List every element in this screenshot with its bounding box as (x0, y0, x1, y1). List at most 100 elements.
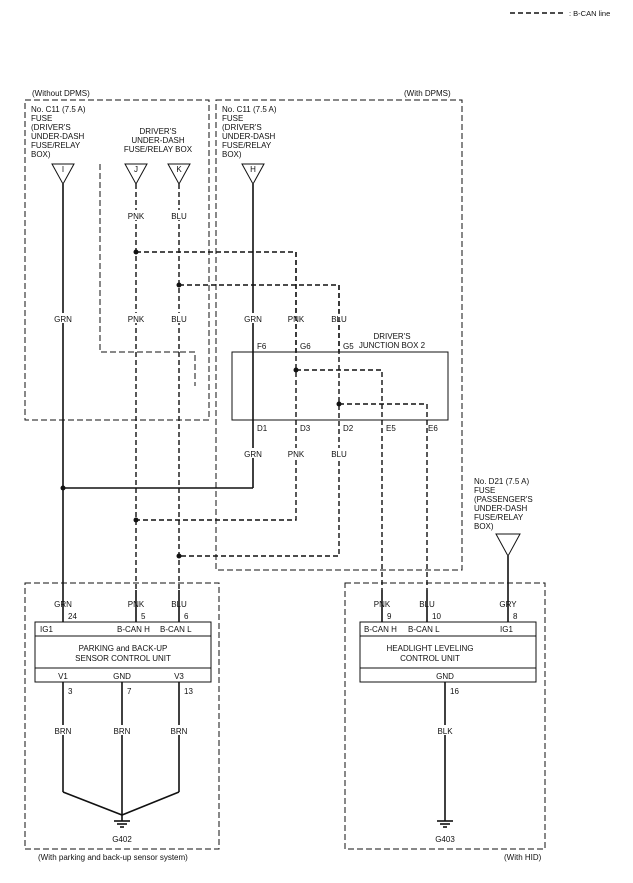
pin-d2: D2 (343, 424, 354, 433)
svg-text:FUSE/RELAY: FUSE/RELAY (474, 513, 524, 522)
brn-wire-merge (62, 791, 180, 816)
connector-k: K (167, 163, 191, 186)
svg-text:K: K (176, 165, 182, 174)
fuse-c11-label: No. C11 (7.5 A) FUSE (DRIVER'S UNDER-DAS… (31, 105, 86, 159)
svg-text:FUSE: FUSE (474, 486, 495, 495)
svg-text:UNDER-DASH: UNDER-DASH (222, 132, 276, 141)
parking-pin-3: 3 (68, 687, 73, 696)
hid-pin-9: 9 (387, 612, 392, 621)
connector-j: J (124, 163, 148, 186)
parking-label-gnd: GND (113, 672, 131, 681)
svg-text:DRIVER'S: DRIVER'S (139, 127, 176, 136)
fuse-d21-label: No. D21 (7.5 A) FUSE (PASSENGER'S UNDER-… (474, 477, 533, 531)
svg-text:(DRIVER'S: (DRIVER'S (31, 123, 71, 132)
pin-d1: D1 (257, 424, 268, 433)
splice-blu-2 (176, 553, 182, 559)
ground-g403-label: G403 (435, 835, 455, 844)
svg-text:UNDER-DASH: UNDER-DASH (31, 132, 85, 141)
svg-text:No. C11 (7.5 A): No. C11 (7.5 A) (222, 105, 277, 114)
svg-text:UNDER-DASH: UNDER-DASH (131, 136, 185, 145)
wire-label-pnk-j: PNK (128, 212, 145, 221)
legend-label: : B-CAN line (569, 9, 610, 18)
svg-text:SENSOR CONTROL UNIT: SENSOR CONTROL UNIT (75, 654, 171, 663)
svg-text:H: H (250, 165, 256, 174)
relay-box-label: DRIVER'S UNDER-DASH FUSE/RELAY BOX (124, 127, 193, 154)
junction-box (231, 351, 449, 421)
wire-label-brn-3: BRN (171, 727, 188, 736)
hid-unit-name: HEADLIGHT LEVELING CONTROL UNIT (387, 644, 474, 663)
svg-text:JUNCTION BOX 2: JUNCTION BOX 2 (359, 341, 426, 350)
hid-wire-pnk: PNK (374, 600, 391, 609)
svg-text:DRIVER'S: DRIVER'S (373, 332, 410, 341)
splice-jb-1 (293, 367, 299, 373)
splice-blu-1 (176, 282, 182, 288)
parking-system-label: (With parking and back-up sensor system) (38, 853, 188, 862)
without-dpms-label: (Without DPMS) (32, 89, 90, 98)
parking-label-v1: V1 (58, 672, 68, 681)
svg-text:(DRIVER'S: (DRIVER'S (222, 123, 262, 132)
can-h-to-hid (296, 369, 383, 590)
svg-text:I: I (62, 165, 64, 174)
wire-label-grn-h: GRN (244, 315, 262, 324)
hid-label-gnd: GND (436, 672, 454, 681)
svg-text:(PASSENGER'S: (PASSENGER'S (474, 495, 533, 504)
svg-text:FUSE: FUSE (222, 114, 243, 123)
svg-text:HEADLIGHT LEVELING: HEADLIGHT LEVELING (387, 644, 474, 653)
hid-label-ig1: IG1 (500, 625, 513, 634)
wire-label-brn-2: BRN (114, 727, 131, 736)
wire-label-pnk-d3: PNK (288, 450, 305, 459)
without-dpms-link-2 (180, 351, 196, 386)
parking-system-box (24, 582, 220, 850)
hid-wire-blu: BLU (419, 600, 435, 609)
svg-text:BOX): BOX) (222, 150, 242, 159)
svg-text:FUSE/RELAY: FUSE/RELAY (222, 141, 272, 150)
hid-pin-10: 10 (432, 612, 441, 621)
wire-label-blu-mid: BLU (171, 315, 187, 324)
splice-pnk-2 (133, 517, 139, 523)
parking-pin-13: 13 (184, 687, 193, 696)
svg-text:J: J (134, 165, 138, 174)
svg-text:No. D21 (7.5 A): No. D21 (7.5 A) (474, 477, 529, 486)
pin-d3: D3 (300, 424, 311, 433)
hid-label: (With HID) (504, 853, 542, 862)
blu-can-loop (179, 284, 340, 557)
hid-pin-16: 16 (450, 687, 459, 696)
hid-unit (359, 621, 537, 683)
parking-pin-5: 5 (141, 612, 146, 621)
parking-label-ig1: IG1 (40, 625, 53, 634)
wire-label-grn-i: GRN (54, 315, 72, 324)
parking-label-v3: V3 (174, 672, 184, 681)
with-dpms-box (215, 99, 463, 571)
svg-text:FUSE: FUSE (31, 114, 52, 123)
pin-g6: G6 (300, 342, 311, 351)
ground-g402-label: G402 (112, 835, 132, 844)
parking-unit (34, 621, 212, 683)
pin-g5: G5 (343, 342, 354, 351)
splice-grn (60, 485, 66, 491)
svg-text:BOX): BOX) (31, 150, 51, 159)
hid-label-bcanh: B-CAN H (364, 625, 397, 634)
wire-label-brn-1: BRN (55, 727, 72, 736)
svg-text:PARKING and BACK-UP: PARKING and BACK-UP (79, 644, 168, 653)
splice-jb-2 (336, 401, 342, 407)
hid-label-bcanl: B-CAN L (408, 625, 440, 634)
with-dpms-label: (With DPMS) (404, 89, 451, 98)
splice-pnk-1 (133, 249, 139, 255)
junction-box-title: DRIVER'S JUNCTION BOX 2 (359, 332, 426, 350)
wire-label-grn-d1: GRN (244, 450, 262, 459)
fuse-d21-connector (495, 533, 521, 558)
pin-e5: E5 (386, 424, 396, 433)
wire-label-pnk-mid: PNK (128, 315, 145, 324)
parking-pin-6: 6 (184, 612, 189, 621)
parking-unit-name: PARKING and BACK-UP SENSOR CONTROL UNIT (75, 644, 171, 663)
svg-text:No. C11 (7.5 A): No. C11 (7.5 A) (31, 105, 86, 114)
svg-text:BOX): BOX) (474, 522, 494, 531)
svg-text:UNDER-DASH: UNDER-DASH (474, 504, 528, 513)
parking-pin-24: 24 (68, 612, 77, 621)
svg-text:FUSE/RELAY: FUSE/RELAY (31, 141, 81, 150)
svg-text:CONTROL UNIT: CONTROL UNIT (400, 654, 460, 663)
fuse-c11-dpms-label: No. C11 (7.5 A) FUSE (DRIVER'S UNDER-DAS… (222, 105, 277, 159)
connector-h: H (241, 163, 265, 186)
connector-i: I (51, 163, 75, 186)
